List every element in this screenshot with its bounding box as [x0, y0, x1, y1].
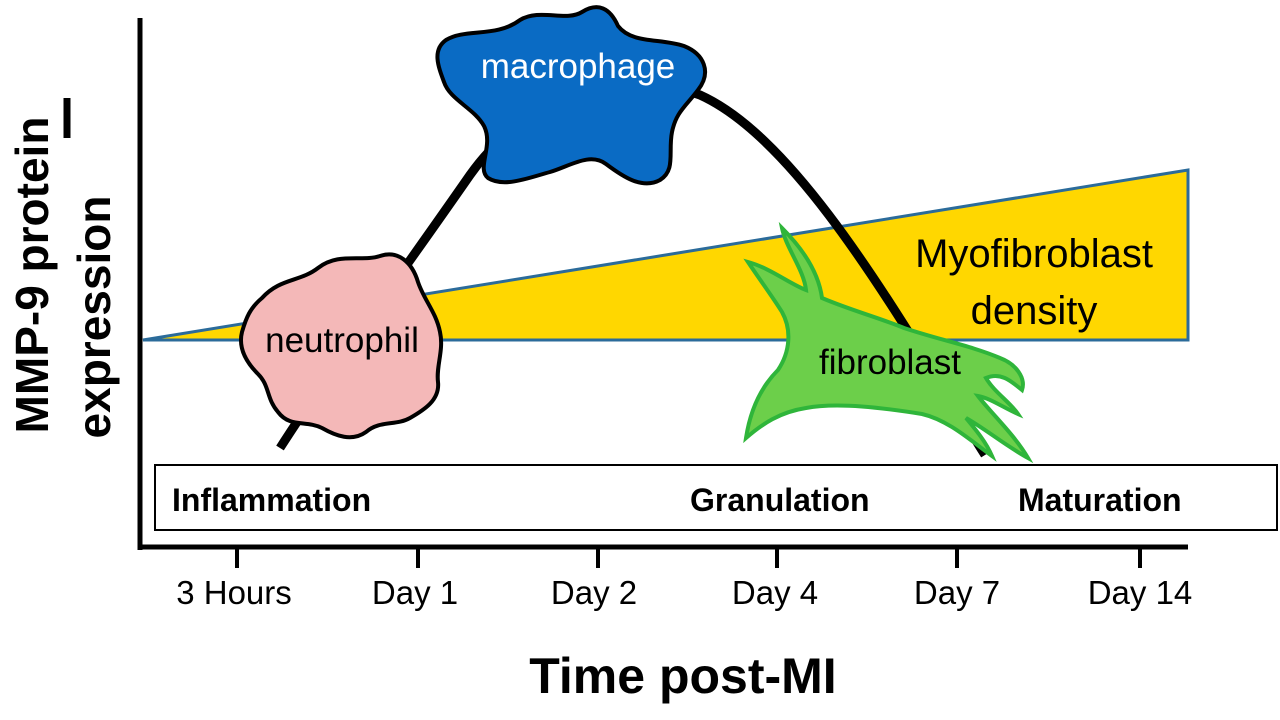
y-axis-label-line1: MMP-9 protein	[6, 117, 58, 434]
x-axis-title: Time post-MI	[529, 648, 836, 704]
neutrophil-shape	[239, 252, 444, 440]
macrophage-label: macrophage	[481, 47, 676, 86]
macrophage-cell: macrophage	[435, 5, 708, 186]
y-axis-label: MMP-9 protein expression	[6, 117, 120, 439]
neutrophil-cell: neutrophil	[239, 252, 444, 440]
phase-bar	[154, 464, 1278, 531]
tick-label-day-4: Day 4	[732, 574, 818, 611]
macrophage-shape	[435, 5, 708, 186]
wedge-label-line1: Myofibroblast	[915, 232, 1153, 276]
tick-label-day-7: Day 7	[914, 574, 1000, 611]
fibroblast-label: fibroblast	[819, 343, 961, 382]
phase-granulation: Granulation	[690, 482, 870, 518]
tick-label-day-2: Day 2	[551, 574, 637, 611]
tick-label-3-hours: 3 Hours	[176, 574, 292, 611]
fibroblast-cell: fibroblast	[743, 221, 1034, 464]
tick-label-day-14: Day 14	[1088, 574, 1193, 611]
neutrophil-label: neutrophil	[265, 321, 419, 360]
y-axis-label-line2: expression	[68, 196, 120, 439]
phase-maturation: Maturation	[1018, 482, 1182, 518]
phase-inflammation: Inflammation	[172, 482, 371, 518]
wedge-label-line2: density	[971, 289, 1098, 333]
fibroblast-shape	[743, 221, 1034, 464]
tick-label-day-1: Day 1	[372, 574, 458, 611]
